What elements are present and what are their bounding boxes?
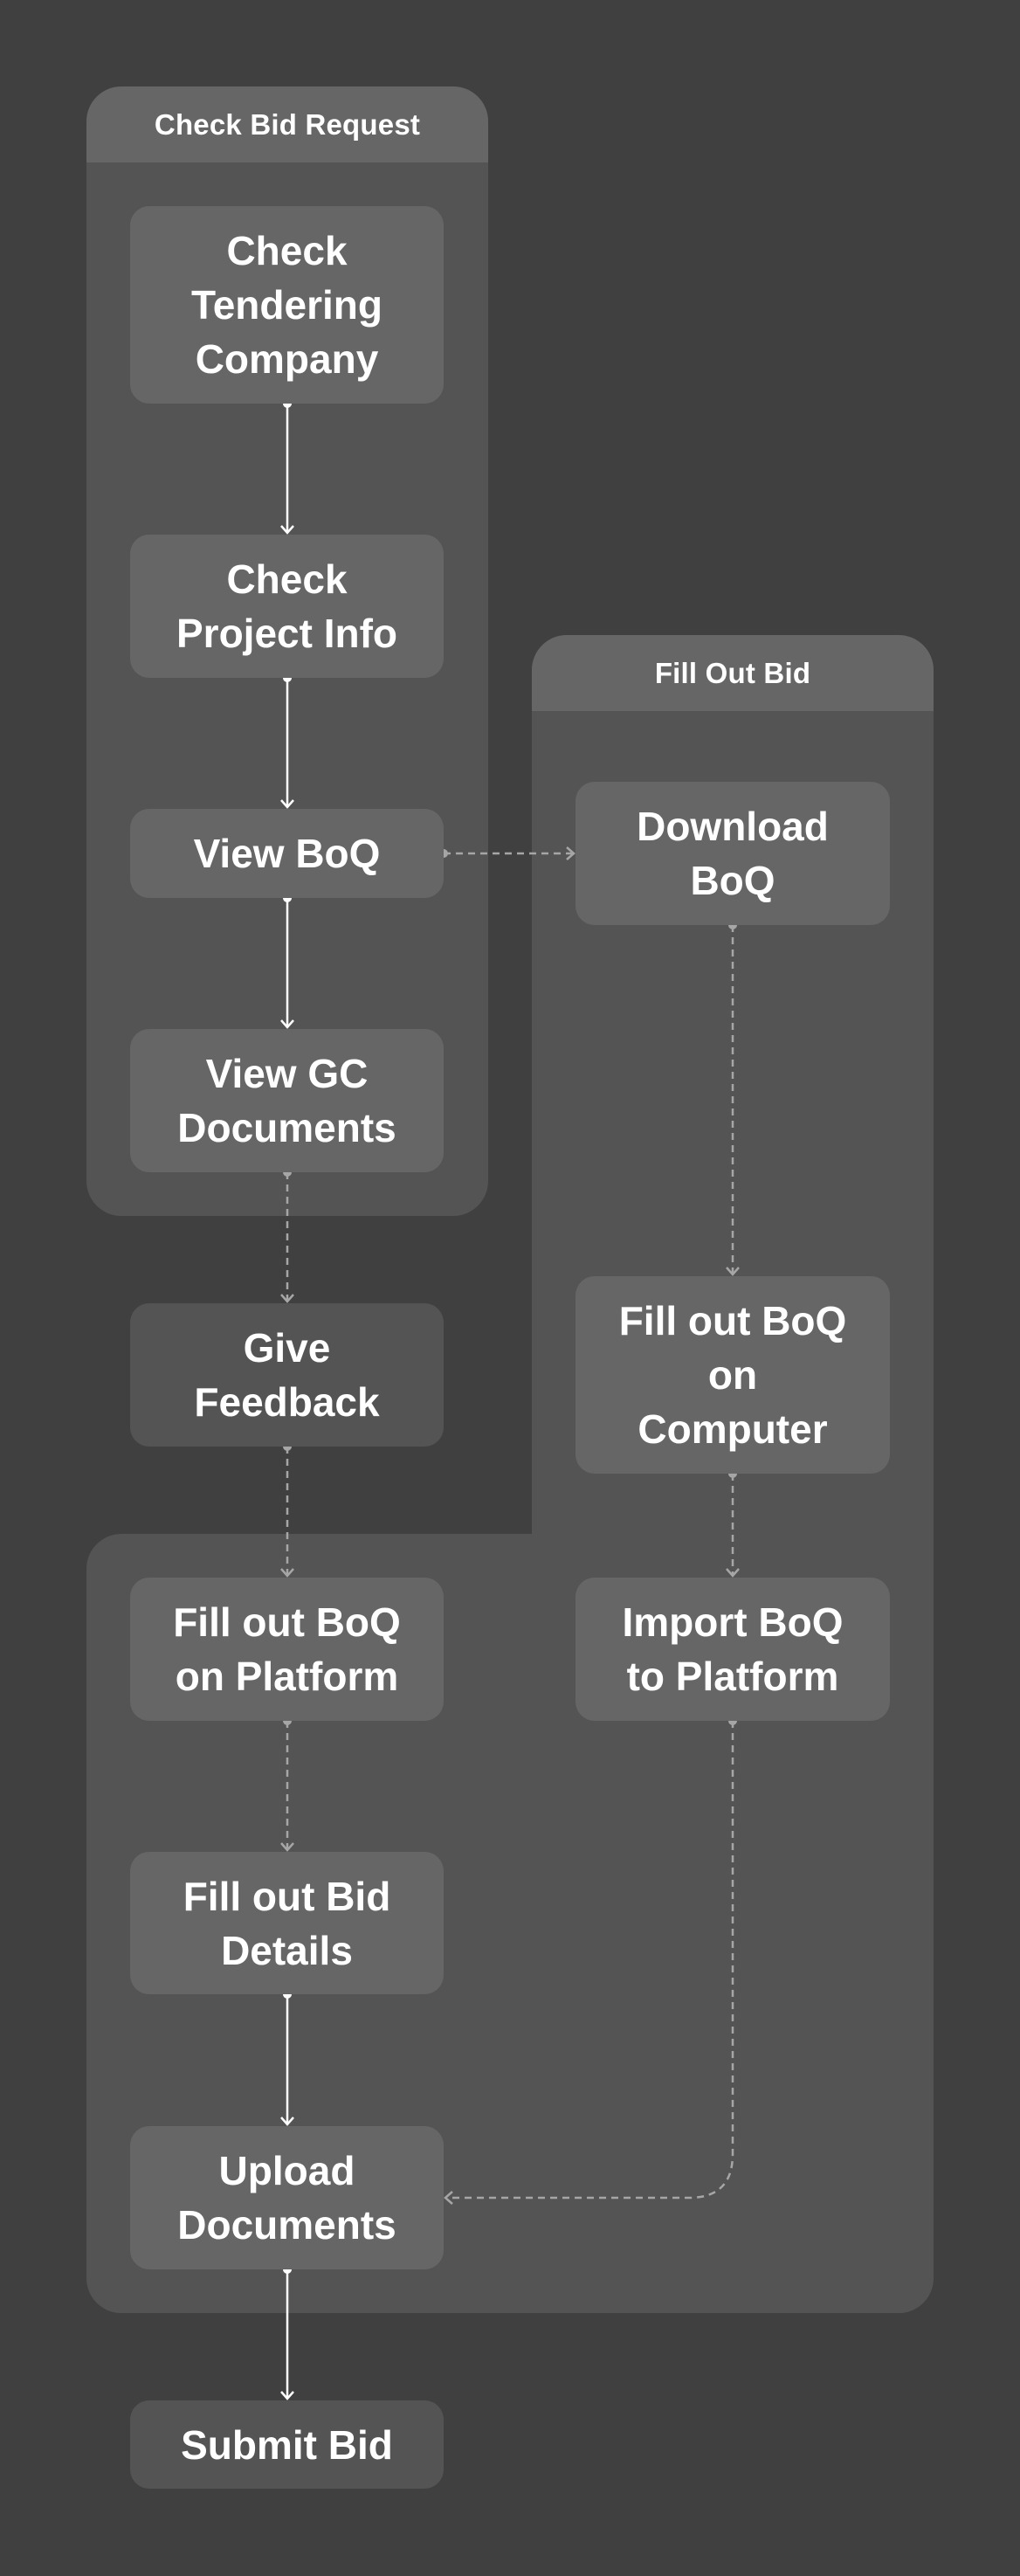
node-label-line: View GC — [205, 1051, 369, 1096]
node-label-line: Fill out BoQ — [173, 1599, 401, 1645]
node-label-line: Documents — [177, 1105, 396, 1150]
node-label-line: Feedback — [194, 1379, 380, 1425]
node-label-line: Give — [243, 1325, 331, 1371]
node-label-line: Documents — [177, 2202, 396, 2248]
node-label-line: Computer — [638, 1406, 828, 1452]
node-view-gc-documents[interactable]: View GC Documents — [130, 1029, 444, 1172]
node-label-line: Submit Bid — [181, 2421, 393, 2468]
node-label-line: BoQ — [690, 858, 775, 903]
node-label-line: Check — [226, 228, 348, 273]
node-view-boq[interactable]: View BoQ — [130, 809, 444, 898]
group-title: Check Bid Request — [154, 107, 421, 141]
node-label-line: Import BoQ — [622, 1599, 844, 1645]
node-label-line: Company — [195, 336, 379, 382]
node-label-line: Fill out Bid — [183, 1873, 391, 1919]
node-fill-out-bid-details[interactable]: Fill out Bid Details — [130, 1852, 444, 1994]
node-label-line: Project Info — [176, 611, 398, 656]
node-download-boq[interactable]: Download BoQ — [575, 782, 890, 925]
node-check-tendering-company[interactable]: Check Tendering Company — [130, 206, 444, 404]
group-header-fill-out-bid: Fill Out Bid — [532, 635, 934, 711]
node-label-line: to Platform — [626, 1654, 839, 1699]
node-upload-documents[interactable]: Upload Documents — [130, 2126, 444, 2269]
node-label-line: Fill out BoQ — [618, 1298, 847, 1343]
node-label-line: Upload — [218, 2148, 355, 2193]
node-give-feedback[interactable]: Give Feedback — [130, 1303, 444, 1447]
node-import-boq-to-platform[interactable]: Import BoQ to Platform — [575, 1578, 890, 1721]
node-fill-out-boq-on-platform[interactable]: Fill out BoQ on Platform — [130, 1578, 444, 1721]
node-label-line: View BoQ — [193, 831, 381, 876]
node-label-line: on Platform — [175, 1654, 399, 1699]
node-fill-out-boq-on-computer[interactable]: Fill out BoQ on Computer — [575, 1276, 890, 1474]
node-check-project-info[interactable]: Check Project Info — [130, 535, 444, 678]
node-label-line: on — [707, 1352, 758, 1398]
node-label-line: Check — [226, 556, 348, 602]
group-header-check-bid-request: Check Bid Request — [86, 86, 488, 162]
node-label-line: Details — [221, 1927, 353, 1973]
node-label-line: Tendering — [191, 282, 382, 328]
node-label-line: Download — [637, 804, 829, 849]
node-submit-bid[interactable]: Submit Bid — [130, 2400, 444, 2489]
group-title: Fill Out Bid — [654, 656, 811, 689]
